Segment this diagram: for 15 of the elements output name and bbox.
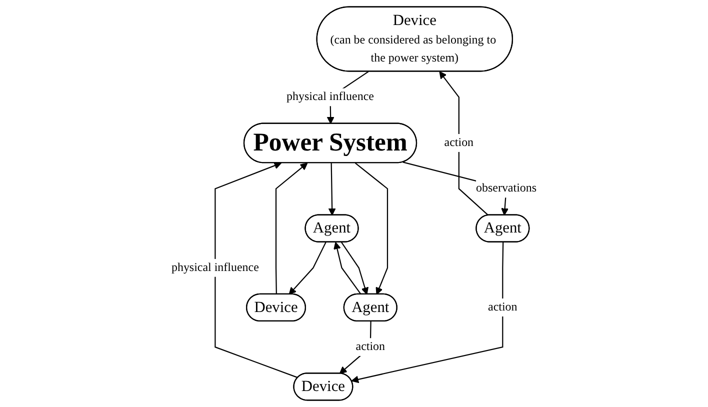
edge-label: action: [488, 301, 518, 314]
arrow: [288, 242, 326, 295]
arrow: [340, 242, 369, 295]
arrow: [334, 242, 362, 295]
edge-label: action: [444, 136, 474, 150]
arrow: [351, 242, 504, 384]
arrow: [275, 162, 308, 294]
edge-label: observations: [476, 182, 537, 196]
arrow: [328, 163, 336, 216]
arrow: [354, 162, 388, 295]
arrow: [214, 162, 298, 378]
arrow: [439, 71, 489, 216]
edge-label: physical influence: [286, 90, 374, 104]
edge-label: physical influence: [171, 261, 259, 274]
edge-label: action: [356, 340, 386, 354]
